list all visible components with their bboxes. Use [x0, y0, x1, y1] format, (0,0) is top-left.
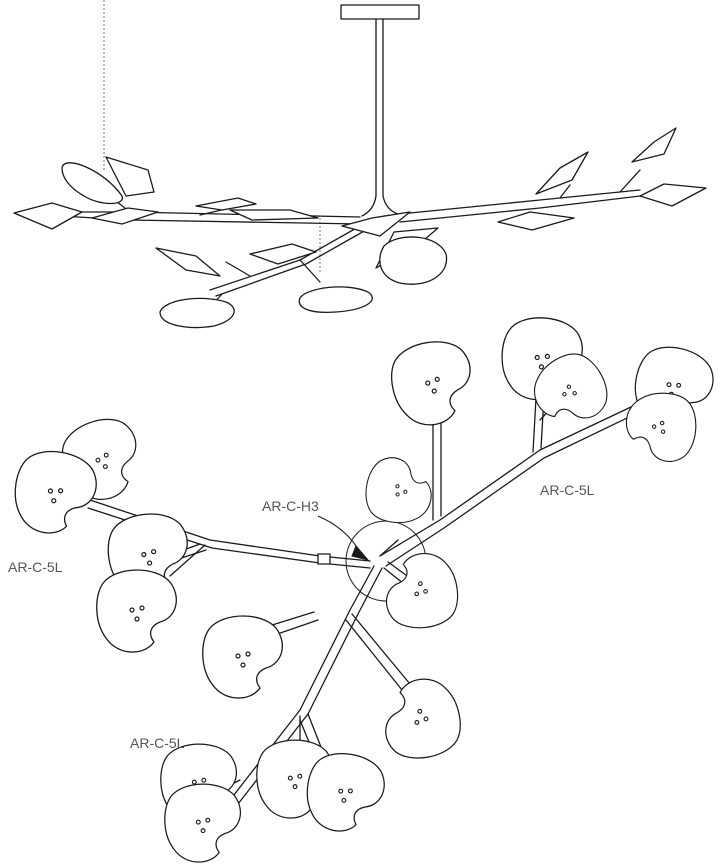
elevation-leaf — [13, 202, 83, 230]
elevation-leaf — [91, 207, 159, 225]
ceiling-canopy — [340, 4, 420, 20]
plan-leaf — [622, 389, 700, 465]
elevation-leaf — [105, 156, 155, 197]
elevation-arm-left — [13, 156, 361, 230]
elevation-leaf — [535, 151, 589, 195]
plan-leaf — [381, 550, 461, 632]
plan-leaf — [376, 673, 467, 765]
elevation-leaf — [341, 211, 411, 237]
elevation-leaf — [497, 211, 575, 231]
hub-callout-arrow — [317, 515, 370, 561]
plan-leaf — [385, 335, 480, 432]
elevation-leaf — [379, 236, 448, 285]
elevation-leaf — [639, 183, 707, 207]
label-arm-left: AR-C-5L — [8, 559, 63, 575]
elevation-view — [13, 0, 707, 329]
plan-leaf — [360, 453, 438, 529]
elevation-arm-right — [399, 127, 707, 231]
label-arm-right: AR-C-5L — [540, 482, 595, 498]
elevation-leaf — [195, 197, 257, 211]
plan-leaf — [96, 569, 177, 653]
label-arm-bottom: AR-C-5L — [130, 735, 185, 751]
elevation-leaf — [249, 243, 317, 265]
elevation-leaf — [61, 162, 123, 205]
elevation-leaf — [155, 247, 221, 277]
plan-leaf — [202, 615, 283, 699]
elevation-leaf — [298, 286, 373, 314]
elevation-leaf — [631, 127, 677, 163]
elevation-leaf — [159, 297, 235, 329]
elevation-leaf — [229, 209, 319, 221]
plan-view: AR-C-5L AR-C-5L AR-C-5L AR-C-H3 — [7, 313, 721, 863]
plan-leaf — [164, 783, 242, 863]
arm-coupler — [317, 553, 331, 565]
elevation-arm-front — [155, 211, 448, 329]
suspension-rod — [361, 18, 399, 217]
label-hub: AR-C-H3 — [262, 498, 319, 514]
